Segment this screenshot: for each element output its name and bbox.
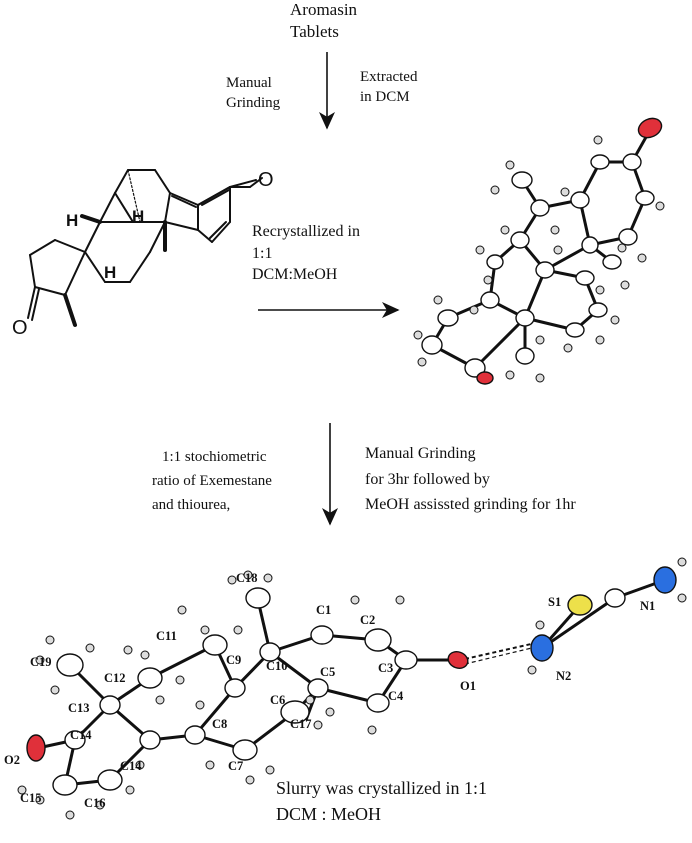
atom-label-c7: C7 (228, 759, 244, 773)
atom-label-c9: C9 (226, 653, 242, 667)
step1-right-line2: in DCM (360, 89, 410, 105)
atom-label-c8: C8 (212, 717, 228, 731)
atom-label-c12: C12 (104, 671, 126, 685)
step3-left-line1: 1:1 stochiometric (162, 449, 267, 465)
step1-left-line2: Grinding (226, 95, 281, 111)
atom-label-c19: C19 (30, 655, 52, 669)
atom-label-n2: N2 (556, 669, 572, 683)
atom-label-n1: N1 (640, 599, 656, 613)
step3-right-line1: Manual Grinding (365, 445, 476, 462)
ketone-oxygen-label-2: O (12, 317, 28, 339)
atom-label-c16: C16 (84, 796, 106, 810)
step3-right-line3: MeOH assissted grinding for 1hr (365, 496, 576, 513)
hydrogen-bond (464, 641, 541, 660)
hydrogen-label-1: H (66, 211, 78, 230)
atom-label-c15: C15 (20, 791, 42, 805)
atom-label-c2: C2 (360, 613, 376, 627)
step2-line3: DCM:MeOH (252, 266, 338, 283)
ortep-structure-exemestane (430, 129, 652, 370)
step1-right-line1: Extracted (360, 69, 418, 85)
atom-label-c14-b: C14 (120, 759, 142, 773)
ortep-hydrogens-top (413, 135, 665, 383)
atom-label-c14: C14 (70, 728, 92, 742)
atom-label-o2: O2 (4, 753, 20, 767)
atom-label-c6: C6 (270, 693, 286, 707)
ketone-oxygen-label: O (258, 169, 274, 191)
exemestane-structure (27, 169, 263, 327)
step2-line2: 1:1 (252, 245, 273, 262)
atom-label-c5: C5 (320, 665, 336, 679)
atom-label-c10: C10 (266, 659, 288, 673)
hydrogen-label-3: H (104, 263, 116, 282)
atom-label-o1: O1 (460, 679, 476, 693)
step3-left-line3: and thiourea, (152, 497, 231, 513)
atom-label-c3: C3 (378, 661, 394, 675)
step2-line1: Recrystallized in (252, 223, 360, 240)
atom-label-c13: C13 (68, 701, 90, 715)
step3-left-line2: ratio of Exemestane (152, 473, 272, 489)
ortep-atoms-bottom (26, 566, 677, 796)
final-step-line2: DCM : MeOH (276, 804, 382, 824)
atom-label-c18: C18 (236, 571, 258, 585)
atom-label-c1: C1 (316, 603, 332, 617)
atom-label-c17: C17 (290, 717, 312, 731)
final-step-line1: Slurry was crystallized in 1:1 (276, 778, 487, 798)
ortep-atoms-top (421, 117, 663, 385)
step3-right-line2: for 3hr followed by (365, 471, 490, 488)
step1-left-line1: Manual (226, 75, 272, 91)
start-material-label: Aromasin (290, 0, 358, 19)
atom-label-c11: C11 (156, 629, 177, 643)
start-material-label-2: Tablets (290, 22, 339, 41)
atom-label-s1: S1 (548, 595, 562, 609)
ortep-hydrogens-bottom (17, 557, 687, 820)
hydrogen-label-2: H (132, 207, 144, 226)
atom-label-c4: C4 (388, 689, 404, 703)
